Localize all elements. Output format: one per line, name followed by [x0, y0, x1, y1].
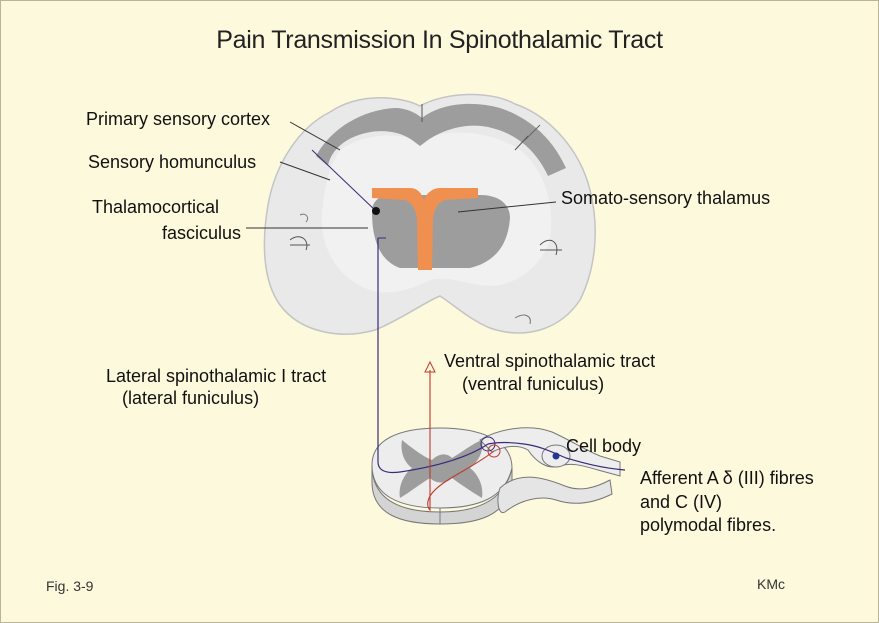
spinal-gray-matter: [399, 440, 483, 498]
label-and-c-iv: and C (IV): [640, 492, 723, 512]
thalamic-relay-dot: [372, 207, 380, 215]
label-somato-sensory-thalamus: Somato-sensory thalamus: [561, 188, 771, 208]
thalamus-block: [372, 195, 510, 268]
label-primary-sensory-cortex: Primary sensory cortex: [86, 109, 271, 129]
thalamus-ventricle: [372, 188, 478, 270]
cortex-gray-band: [316, 103, 566, 176]
label-cell-body: Cell body: [566, 436, 642, 456]
label-ventral-tract: Ventral spinothalamic tract: [444, 351, 656, 371]
figure-title: Pain Transmission In Spinothalamic Tract: [216, 26, 663, 54]
figure-number: Fig. 3-9: [46, 578, 94, 594]
leader-lines: [246, 121, 557, 229]
label-afferent-fibres: Afferent A δ (III) fibres: [640, 468, 814, 488]
lateral-spinothalamic-pathway: [311, 149, 626, 474]
label-sensory-homunculus: Sensory homunculus: [88, 152, 257, 172]
label-fasciculus: fasciculus: [162, 223, 242, 243]
author-credit: KMc: [757, 576, 785, 592]
ventral-root: [497, 476, 613, 514]
label-lateral-funiculus: (lateral funiculus): [122, 388, 260, 408]
spinal-cord-side: [371, 464, 513, 525]
label-polymodal-fibres: polymodal fibres.: [640, 515, 777, 535]
ventral-spinothalamic-pathway: [424, 360, 495, 512]
label-lateral-tract: Lateral spinothalamic I tract: [106, 366, 327, 386]
brain-coronal-section: [263, 93, 596, 335]
label-thalamocortical: Thalamocortical: [92, 197, 220, 217]
label-ventral-funiculus: (ventral funiculus): [462, 374, 605, 394]
